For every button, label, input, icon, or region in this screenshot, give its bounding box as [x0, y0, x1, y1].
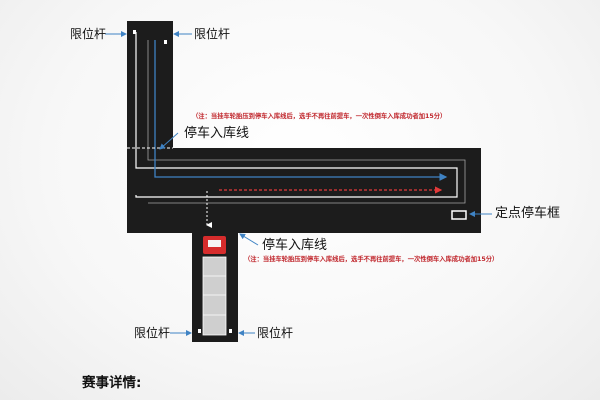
forward-route-arrows: [154, 40, 448, 181]
limit-bar-top-right: [164, 40, 167, 44]
event-details-heading: 赛事详情:: [82, 375, 142, 391]
label-limit-bar-bottom-left: 限位杆: [134, 326, 171, 340]
label-parking-line-bay: 停车入库线: [262, 238, 328, 253]
label-pointers: [105, 31, 492, 336]
limit-bar-top-left: [133, 30, 136, 34]
track-guide-line: [135, 32, 458, 198]
fixed-parking-box: [451, 210, 467, 220]
trailer: [202, 256, 227, 336]
label-fixed-parking-box: 定点停车框: [495, 206, 561, 221]
label-limit-bar-top-right: 限位杆: [194, 27, 231, 41]
track-guide-line-outer: [147, 40, 466, 204]
tractor-trailer: [202, 236, 227, 336]
label-limit-bar-bottom-right: 限位杆: [257, 326, 294, 340]
rule-note-top: （注：当挂车轮胎压到停车入库线后，选手不再往前提车，一次性倒车入库成功者加15分…: [192, 113, 447, 120]
limit-bar-bottom-right: [229, 329, 232, 333]
label-limit-bar-top-left: 限位杆: [70, 27, 107, 41]
track-surface: [127, 21, 481, 342]
label-parking-line-top: 停车入库线: [184, 126, 250, 141]
rule-note-bay: （注：当挂车轮胎压到停车入库线后，选手不再往前提车，一次性倒车入库成功者加15分…: [244, 256, 499, 263]
limit-bar-bottom-left: [198, 329, 201, 333]
